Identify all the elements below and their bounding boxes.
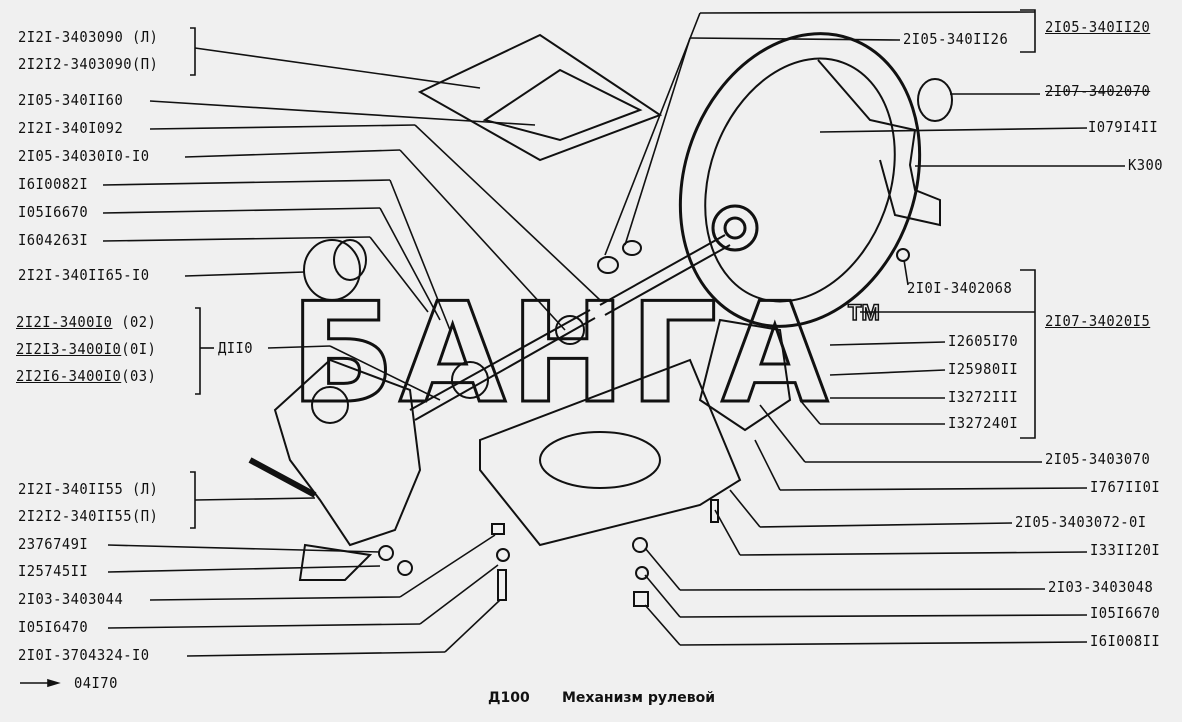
part-label: I2605I70	[948, 332, 1019, 350]
ignition-switch-bracket	[698, 318, 792, 432]
steering-wheel	[678, 32, 922, 328]
part-label: I6I008II	[1090, 632, 1161, 650]
assembly-label: 2I07-34020I5	[1045, 312, 1151, 330]
part-label: 2I05-3403070	[1045, 450, 1151, 468]
watermark: БАНГА	[288, 273, 833, 434]
part-label: 2I05-3403072-0I	[1015, 513, 1147, 531]
part-label: I079I4II	[1088, 118, 1159, 136]
column-cover-upper	[417, 33, 663, 162]
part-label: 2I2I-340II55 (Л)	[18, 480, 159, 498]
part-label: I33II20I	[1090, 541, 1161, 559]
part-label: I05I6470	[18, 618, 89, 636]
leader-lines-left	[20, 27, 601, 688]
part-label: I767II0I	[1090, 478, 1161, 496]
horn-contact-bracket	[817, 59, 941, 227]
column-cover-lower	[479, 358, 742, 547]
part-label: 2I2I2-340II55(П)	[18, 507, 159, 525]
part-label: 2I2I-340I092	[18, 119, 124, 137]
group-label: ДII0	[218, 339, 254, 357]
part-label: I6I0082I	[18, 175, 89, 193]
part-label: 2376749I	[18, 535, 89, 553]
part-label: 2I05-340II26	[903, 30, 1009, 48]
watermark-tm: TM	[847, 299, 880, 326]
diagram-code: Д100	[488, 690, 530, 706]
part-label: I05I6670	[1090, 604, 1161, 622]
part-label: I25745II	[18, 562, 89, 580]
assembly-label: 2I05-340II20	[1045, 18, 1151, 36]
part-label: К300	[1128, 156, 1164, 174]
small-fasteners	[378, 248, 910, 607]
part-label: 2I05-34030I0-I0	[18, 147, 150, 165]
leader-lines-right	[604, 9, 1125, 646]
part-label: 2I2I-3403090 (Л)	[18, 28, 159, 46]
part-number: 2I2I-3400I0	[16, 313, 113, 331]
part-label: I25980II	[948, 360, 1019, 378]
part-label: 2I2I-340II65-I0	[18, 266, 150, 284]
horn-emblem	[917, 78, 953, 122]
part-label: 2I0I-3704324-I0	[18, 646, 150, 664]
bushing	[303, 239, 367, 301]
intermediate-shaft	[409, 309, 596, 421]
part-label: 2I03-3403044	[18, 590, 124, 608]
assembly-label-02: 2I2I-3400I0 (02)	[16, 313, 156, 331]
steering-gear-housing	[248, 358, 422, 581]
assembly-label-03: 2I2I6-3400I0(03)	[16, 367, 156, 385]
version: (03)	[121, 367, 157, 385]
part-label: 2I07-3402070	[1045, 82, 1151, 100]
continuation-ref[interactable]: 04I70	[74, 674, 118, 692]
version: (0I)	[121, 340, 157, 358]
part-label: 2I2I2-3403090(П)	[18, 55, 159, 73]
version: (02)	[121, 313, 157, 331]
steering-shaft	[597, 234, 731, 316]
assembly-label-01: 2I2I3-3400I0(0I)	[16, 340, 156, 358]
part-number: 2I2I3-3400I0	[16, 340, 122, 358]
part-label: I05I6670	[18, 203, 89, 221]
part-label: 2I0I-3402068	[907, 279, 1013, 297]
part-label: 2I05-340II60	[18, 91, 124, 109]
part-label: I604263I	[18, 231, 89, 249]
diagram-title: Механизм рулевой	[562, 690, 716, 706]
part-label: I3272III	[948, 388, 1019, 406]
part-number: 2I2I6-3400I0	[16, 367, 122, 385]
part-label: 2I03-3403048	[1048, 578, 1154, 596]
part-label: I327240I	[948, 414, 1019, 432]
